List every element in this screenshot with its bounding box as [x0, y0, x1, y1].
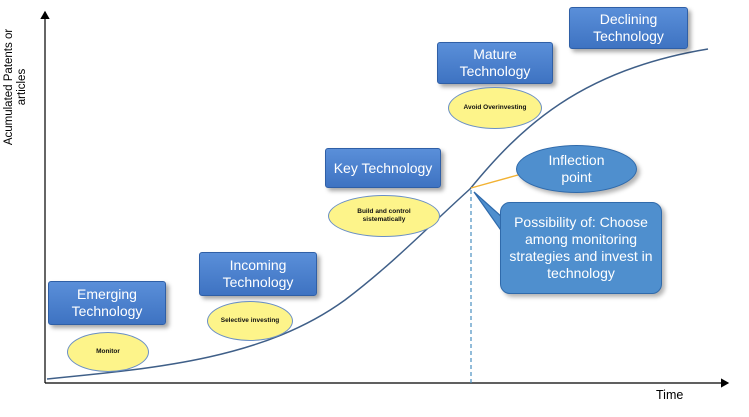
action-oval-avoid-overinvesting: Avoid Overinvesting: [448, 87, 542, 129]
strategy-callout: Possibility of: Choose among monitoring …: [500, 202, 662, 294]
action-oval-monitor: Monitor: [67, 332, 149, 372]
stage-box-incoming: Incoming Technology: [199, 252, 317, 296]
inflection-connector: [470, 174, 519, 189]
x-axis-label: Time: [656, 388, 684, 402]
inflection-point-label: Inflection point: [516, 145, 637, 193]
action-oval-selective-investing: Selective investing: [207, 301, 293, 341]
stage-box-emerging: Emerging Technology: [48, 281, 166, 325]
stage-box-declining: Declining Technology: [569, 7, 688, 49]
action-oval-build-control: Build and control sistematically: [328, 195, 440, 237]
stage-box-key: Key Technology: [325, 148, 441, 188]
stage-box-mature: Mature Technology: [437, 42, 553, 84]
s-curve: [46, 48, 709, 380]
y-axis-label: Acumulated Patents or articles: [3, 28, 28, 146]
